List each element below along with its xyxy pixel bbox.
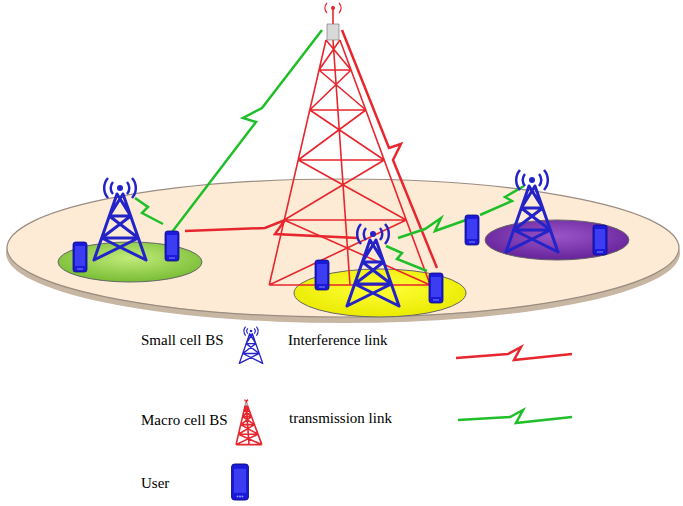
legend-item: Small cell BS: [141, 331, 224, 349]
legend-item: Macro cell BS: [141, 411, 228, 429]
transmission-link: [386, 246, 427, 271]
small-cell-bs: [94, 178, 146, 260]
legend-label: Interference link: [288, 332, 388, 348]
legend-label: Small cell BS: [141, 332, 224, 348]
transmission-link: [135, 198, 163, 224]
legend-item: User: [141, 474, 169, 492]
legend-user-icon: [232, 464, 249, 500]
legend-label: transmission link: [289, 410, 392, 426]
small-cell-area: [58, 242, 202, 282]
user-phone: [315, 260, 329, 290]
user-phone: [593, 225, 607, 255]
links: [135, 30, 524, 271]
legend-label: User: [141, 475, 169, 491]
legend-interference-sample: [456, 347, 572, 360]
user-phone: [429, 273, 443, 303]
transmission-link: [398, 218, 466, 238]
user-phone: [165, 231, 179, 261]
legend-item: Interference link: [288, 331, 388, 349]
coverage-ground: [7, 179, 679, 317]
user-phone: [465, 215, 479, 245]
small-cell-bs: [347, 224, 399, 306]
legend-small-cell-icon: [239, 327, 262, 364]
macro-tower: [269, 3, 430, 285]
legend-label: Macro cell BS: [141, 412, 228, 428]
transmission-link: [172, 30, 322, 232]
interference-link: [185, 220, 358, 238]
legend-transmission-sample: [458, 410, 572, 423]
legend-macro-icon: [236, 399, 262, 444]
user-phone: [73, 242, 87, 272]
legend-item: transmission link: [289, 409, 392, 427]
small-cell-area: [485, 220, 629, 260]
small-cell-bs: [506, 170, 558, 252]
transmission-link: [480, 186, 524, 215]
